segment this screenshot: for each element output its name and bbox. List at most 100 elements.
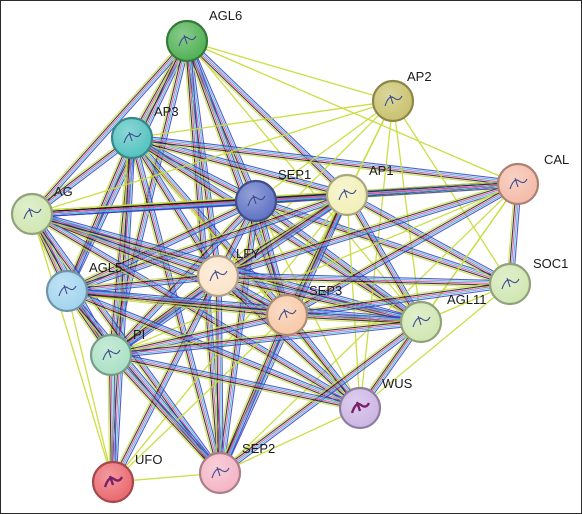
edge-ap2-wus — [359, 100, 394, 409]
node-sep1[interactable]: SEP1 — [234, 167, 311, 223]
edge-line — [220, 322, 423, 475]
edge-line — [131, 138, 256, 203]
node-circle[interactable] — [234, 179, 278, 223]
node-circle[interactable] — [89, 333, 133, 377]
node-circle[interactable] — [196, 254, 240, 298]
edge-line — [33, 140, 135, 217]
node-circle[interactable] — [198, 451, 242, 495]
edge-line — [183, 41, 285, 317]
edge-line — [113, 276, 220, 483]
edge-line — [255, 100, 394, 202]
protein-structure-icon — [412, 315, 431, 328]
edge-line — [111, 275, 218, 482]
edge-ap2-soc1 — [392, 100, 511, 285]
edge-line — [217, 275, 422, 323]
node-label: AP2 — [407, 69, 432, 84]
node-cal[interactable]: CAL — [496, 152, 569, 206]
node-label: LFY — [236, 246, 260, 261]
edge-line — [111, 353, 222, 473]
edge-lfy-pi — [108, 272, 221, 359]
edge-ap1-agl5 — [65, 191, 349, 295]
edge-line — [66, 200, 257, 292]
edge-line — [186, 40, 288, 316]
node-agl11[interactable]: AGL11 — [399, 292, 487, 344]
edge-line — [33, 42, 190, 217]
node-soc1[interactable]: SOC1 — [488, 256, 568, 306]
node-agl6[interactable]: AGL6 — [165, 8, 242, 63]
edge-line — [110, 354, 221, 474]
edge-line — [255, 201, 510, 287]
edge-line — [345, 197, 509, 288]
node-ap1[interactable]: AP1 — [325, 163, 394, 217]
node-label: WUS — [382, 376, 413, 391]
node-wus[interactable]: WUS — [338, 376, 413, 430]
edge-line — [110, 318, 421, 353]
node-lfy[interactable]: LFY — [196, 246, 260, 298]
edge-line — [107, 355, 111, 483]
edge-line — [189, 39, 291, 315]
edge-line — [66, 199, 256, 291]
edge-line — [110, 312, 287, 354]
node-ufo[interactable]: UFO — [91, 452, 162, 504]
node-sep3[interactable]: SEP3 — [265, 283, 342, 337]
node-circle[interactable] — [110, 116, 154, 160]
protein-structure-icon — [23, 207, 42, 220]
edge-line — [111, 276, 220, 357]
node-ap3[interactable]: AP3 — [110, 104, 179, 160]
node-circle[interactable] — [165, 19, 209, 63]
protein-structure-icon — [338, 188, 357, 201]
node-label: AGL6 — [209, 8, 242, 23]
protein-structure-icon — [247, 194, 266, 207]
edge-line — [219, 200, 257, 474]
edge-line — [67, 288, 288, 314]
node-circle[interactable] — [371, 79, 415, 123]
edge-lfy-ufo — [109, 274, 222, 484]
edge-line — [184, 41, 287, 316]
node-circle[interactable] — [399, 300, 443, 344]
edge-line — [131, 139, 347, 198]
node-label: AP1 — [369, 163, 394, 178]
node-circle[interactable] — [10, 192, 54, 236]
edge-line — [219, 183, 519, 474]
edge-line — [217, 277, 510, 287]
edge-line — [108, 355, 112, 483]
node-agl5[interactable]: AGL5 — [45, 260, 122, 313]
node-ag[interactable]: AG — [10, 184, 73, 236]
node-circle[interactable] — [45, 269, 89, 313]
edge-ap2-ag — [31, 100, 394, 215]
node-ap2[interactable]: AP2 — [371, 69, 432, 123]
node-circle[interactable] — [265, 293, 309, 337]
edge-line — [108, 198, 255, 354]
edge-agl6-cal — [186, 40, 519, 185]
protein-structure-icon — [211, 466, 230, 479]
edge-pi-wus — [110, 351, 361, 412]
edge-line — [133, 134, 424, 320]
edge-agl11-pi — [110, 318, 422, 359]
node-sep2[interactable]: SEP2 — [198, 441, 275, 495]
node-circle[interactable] — [488, 262, 532, 306]
edge-agl6-sep3 — [183, 39, 291, 317]
node-circle[interactable] — [325, 173, 369, 217]
edge-line — [218, 272, 511, 282]
node-pi[interactable]: PI — [89, 327, 145, 377]
edge-line — [131, 140, 518, 188]
edge-line — [286, 281, 510, 314]
edge-line — [30, 214, 360, 410]
edge-line — [184, 42, 346, 198]
edge-soc1-wus — [359, 283, 511, 409]
edge-line — [67, 201, 257, 293]
node-label: AG — [54, 184, 73, 199]
edge-line — [186, 40, 348, 196]
edge-line — [67, 287, 362, 406]
edge-line — [112, 41, 190, 356]
edge-line — [187, 40, 290, 315]
edge-line — [67, 195, 348, 294]
edge-line — [218, 273, 511, 283]
edge-line — [67, 287, 288, 313]
node-circle[interactable] — [496, 162, 540, 206]
edge-line — [110, 183, 519, 356]
edge-line — [110, 275, 219, 356]
